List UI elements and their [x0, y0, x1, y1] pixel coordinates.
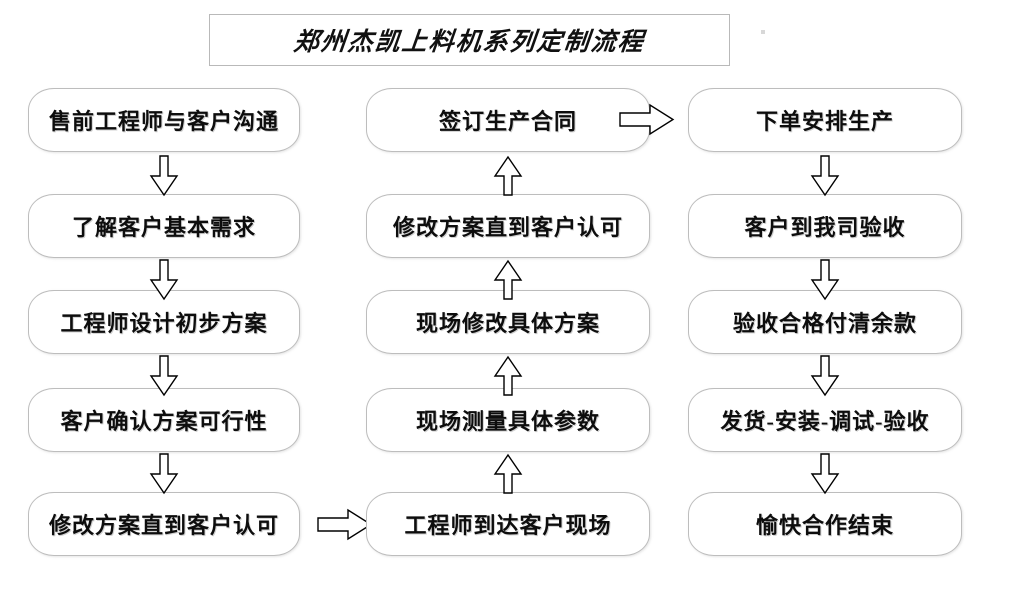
- node-label: 签订生产合同: [438, 109, 577, 134]
- node-label: 现场测量具体参数: [415, 409, 600, 434]
- arrow-down-icon: [810, 155, 840, 197]
- arrow-down-icon: [810, 453, 840, 495]
- page-title: 郑州杰凯上料机系列定制流程: [292, 29, 647, 56]
- node-mid-3[interactable]: 现场修改具体方案: [366, 290, 650, 354]
- node-label: 修改方案直到客户认可: [48, 513, 279, 538]
- node-mid-4[interactable]: 现场测量具体参数: [366, 388, 650, 452]
- node-right-3[interactable]: 验收合格付清余款: [688, 290, 962, 354]
- node-label: 工程师到达客户现场: [404, 513, 612, 538]
- arrow-up-icon: [493, 355, 523, 396]
- arrow-right-icon: [619, 103, 675, 136]
- node-label: 验收合格付清余款: [732, 311, 917, 336]
- node-label: 现场修改具体方案: [415, 311, 600, 336]
- node-label: 客户确认方案可行性: [60, 409, 268, 434]
- node-right-1[interactable]: 下单安排生产: [688, 88, 962, 152]
- node-label: 愉快合作结束: [755, 513, 894, 538]
- node-label: 下单安排生产: [755, 109, 894, 134]
- arrow-down-icon: [810, 259, 840, 301]
- stray-mark: [761, 30, 765, 34]
- node-label: 修改方案直到客户认可: [392, 215, 623, 240]
- node-left-1[interactable]: 售前工程师与客户沟通: [28, 88, 300, 152]
- node-mid-2[interactable]: 修改方案直到客户认可: [366, 194, 650, 258]
- node-label: 售前工程师与客户沟通: [48, 109, 279, 134]
- node-right-2[interactable]: 客户到我司验收: [688, 194, 962, 258]
- arrow-up-icon: [493, 259, 523, 300]
- node-label: 工程师设计初步方案: [60, 311, 268, 336]
- arrow-down-icon: [149, 155, 179, 197]
- arrow-down-icon: [149, 453, 179, 495]
- arrow-up-icon: [493, 453, 523, 494]
- node-left-4[interactable]: 客户确认方案可行性: [28, 388, 300, 452]
- arrow-down-icon: [149, 355, 179, 397]
- node-left-2[interactable]: 了解客户基本需求: [28, 194, 300, 258]
- arrow-down-icon: [149, 259, 179, 301]
- arrow-down-icon: [810, 355, 840, 397]
- node-left-5[interactable]: 修改方案直到客户认可: [28, 492, 300, 556]
- node-mid-5[interactable]: 工程师到达客户现场: [366, 492, 650, 556]
- node-label: 了解客户基本需求: [71, 215, 256, 240]
- arrow-right-icon: [317, 508, 373, 541]
- node-label: 发货-安装-调试-验收: [720, 409, 930, 434]
- node-right-5[interactable]: 愉快合作结束: [688, 492, 962, 556]
- node-right-4[interactable]: 发货-安装-调试-验收: [688, 388, 962, 452]
- diagram-title-box: 郑州杰凯上料机系列定制流程: [209, 14, 730, 66]
- node-mid-1[interactable]: 签订生产合同: [366, 88, 650, 152]
- node-label: 客户到我司验收: [744, 215, 906, 240]
- node-left-3[interactable]: 工程师设计初步方案: [28, 290, 300, 354]
- arrow-up-icon: [493, 155, 523, 196]
